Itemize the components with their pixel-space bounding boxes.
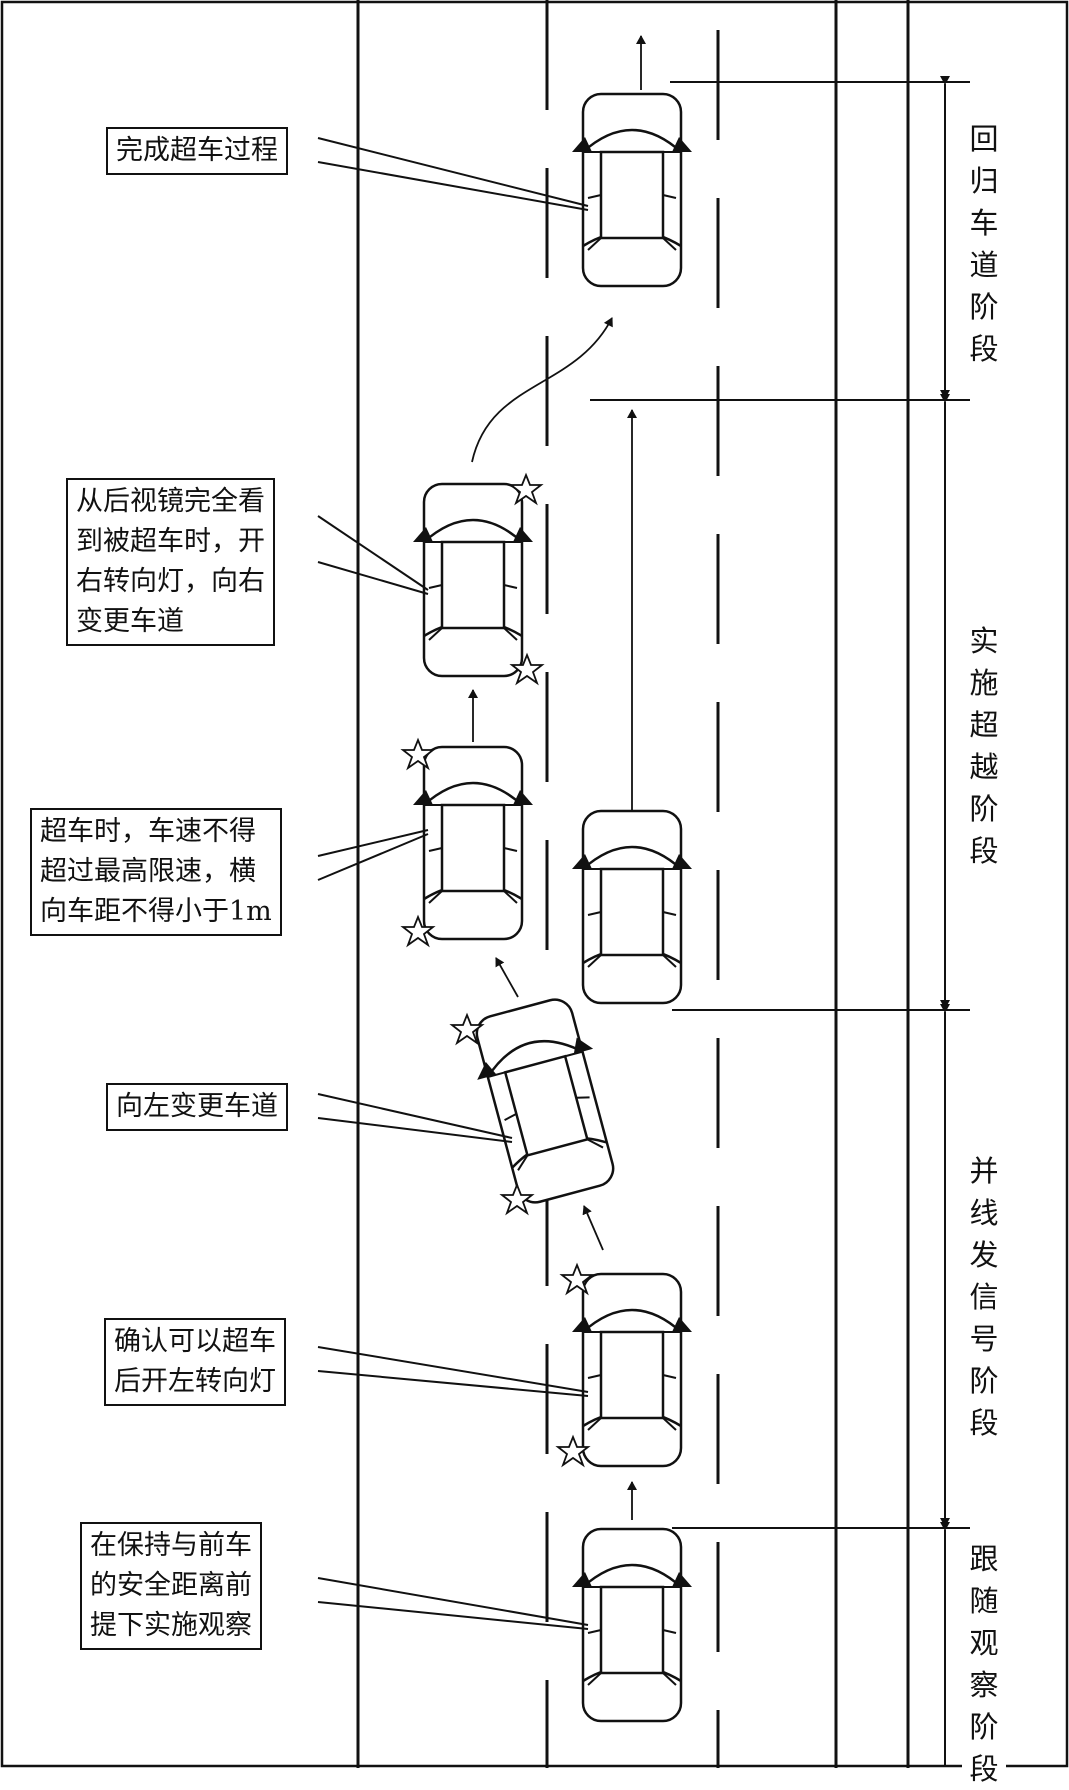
callout-leaders [317, 137, 589, 1630]
stage-label-char: 阶 [969, 792, 999, 826]
stage-label-char: 回 [969, 122, 999, 156]
stage-label-char: 车 [969, 206, 999, 240]
car-completed [570, 92, 694, 288]
stage-label-char: 阶 [969, 1710, 999, 1744]
stage-label-char: 段 [969, 1406, 999, 1440]
stage-label-char: 段 [969, 1752, 999, 1786]
stage-label-char: 跟 [969, 1542, 999, 1576]
stage-label-char: 段 [969, 332, 999, 366]
stage-label-char: 越 [969, 750, 999, 784]
stage-label-follow: 跟随观察阶段 [962, 1538, 1006, 1790]
stage-label-char: 阶 [969, 1364, 999, 1398]
stage-label-char: 线 [969, 1196, 999, 1230]
car-overtaken [570, 809, 694, 1005]
callout-observe: 在保持与前车 的安全距离前 提下实施观察 [80, 1522, 262, 1650]
movement-arrows [468, 35, 646, 1520]
stage-label-char: 号 [969, 1322, 999, 1356]
stage-label-char: 实 [969, 624, 999, 658]
callout-confirm-signal: 确认可以超车 后开左转向灯 [104, 1318, 286, 1406]
callout-left-lane-change: 向左变更车道 [106, 1083, 288, 1131]
callout-complete-overtake: 完成超车过程 [106, 127, 288, 175]
car-changing-lane [460, 991, 630, 1211]
stage-label-char: 察 [969, 1668, 999, 1702]
stage-label-return: 回归车道阶段 [962, 118, 1006, 370]
stage-label-char: 阶 [969, 290, 999, 324]
car-signaling [570, 1272, 694, 1468]
stage-label-char: 施 [969, 666, 999, 700]
stage-label-execute: 实施超越阶段 [962, 620, 1006, 872]
stage-label-char: 随 [969, 1584, 999, 1618]
stage-label-char: 并 [969, 1154, 999, 1188]
car-overtaking [411, 745, 535, 941]
stage-label-char: 归 [969, 164, 999, 198]
stage-label-char: 观 [969, 1626, 999, 1660]
stage-label-char: 信 [969, 1280, 999, 1314]
stage-label-char: 道 [969, 248, 999, 282]
stage-label-char: 段 [969, 834, 999, 868]
stage-label-char: 发 [969, 1238, 999, 1272]
stage-label-char: 超 [969, 708, 999, 742]
callout-speed-limit: 超车时，车速不得 超过最高限速，横 向车距不得小于1m [30, 808, 282, 936]
car-returning [411, 482, 535, 678]
stage-label-signal: 并线发信号阶段 [962, 1150, 1006, 1444]
callout-right-lane-change: 从后视镜完全看 到被超车时，开 右转向灯，向右 变更车道 [66, 478, 275, 646]
car-following [570, 1527, 694, 1723]
